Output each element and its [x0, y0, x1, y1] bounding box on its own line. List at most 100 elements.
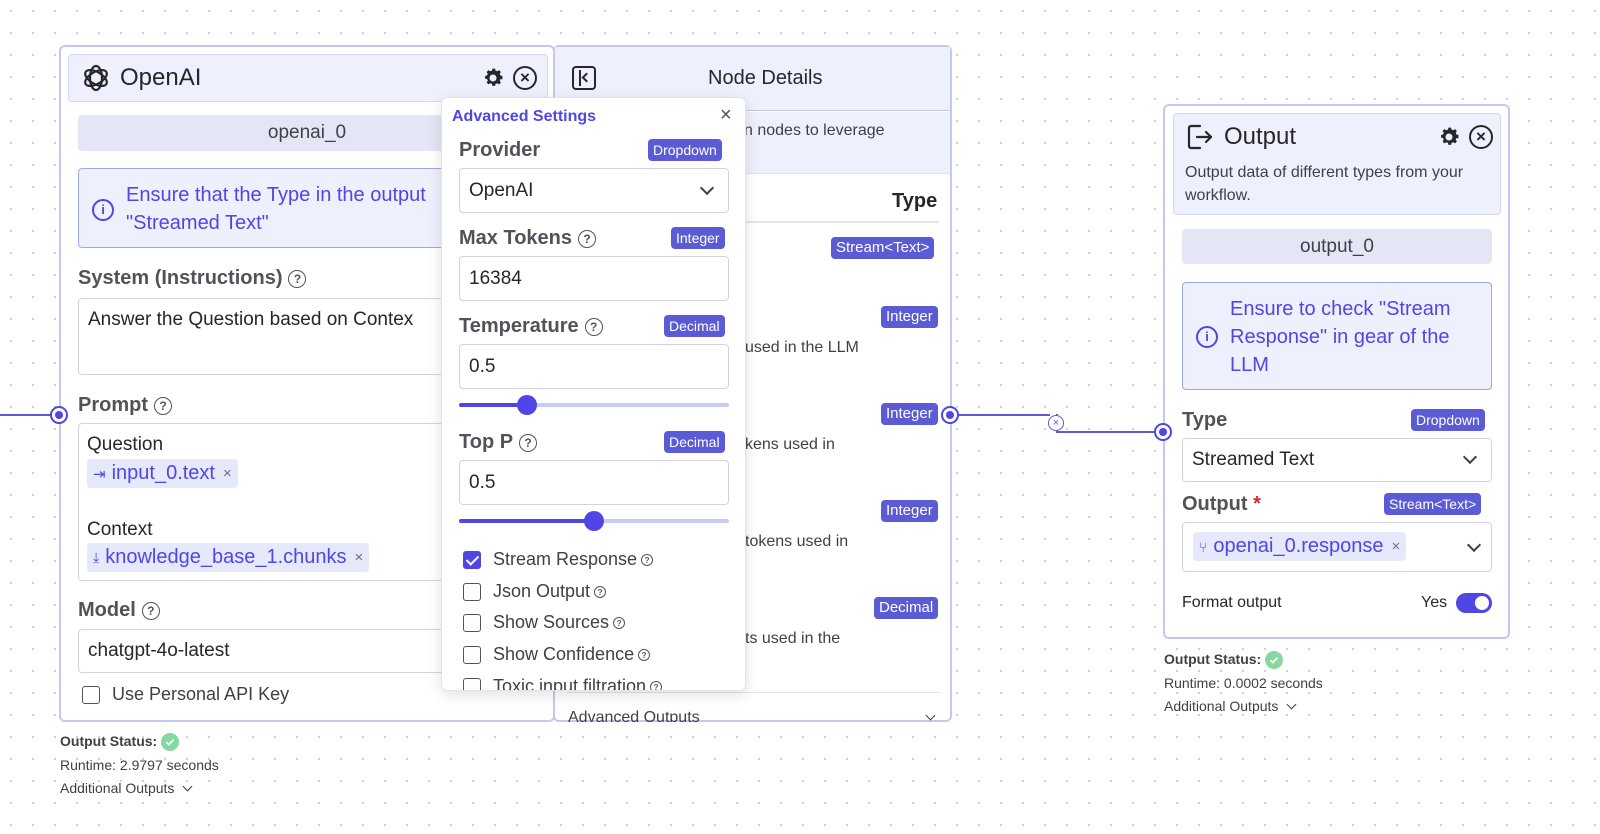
temperature-slider-track[interactable]	[459, 403, 729, 407]
type-select[interactable]: Streamed Text	[1182, 438, 1492, 482]
show-sources-checkbox[interactable]	[463, 614, 481, 632]
temperature-slider-thumb[interactable]	[517, 395, 537, 415]
personal-api-key-checkbox[interactable]	[82, 686, 100, 704]
personal-api-key-label: Use Personal API Key	[112, 684, 290, 704]
type-badge: Stream<Text>	[831, 237, 935, 259]
chevron-down-icon	[699, 180, 715, 196]
input-arrow-icon: ⇥	[93, 465, 106, 483]
chevron-down-icon	[182, 781, 193, 792]
top-p-label: Top P?	[459, 431, 538, 454]
advanced-settings-title: Advanced Settings	[452, 108, 597, 125]
output-additional-outputs[interactable]: Additional Outputs	[1164, 698, 1297, 714]
edge-openai-to-output-c	[1056, 431, 1156, 433]
format-output-label: Format output	[1182, 594, 1282, 611]
advanced-outputs-rule	[567, 692, 939, 693]
prompt-context-label: Context	[87, 519, 153, 540]
model-label: Model?	[78, 599, 160, 622]
output-description: ts used in the	[745, 630, 841, 647]
info-icon: i	[1196, 326, 1218, 348]
output-status: Output Status:	[1164, 651, 1284, 670]
output-info-text: Ensure to check "Stream Response" in gea…	[1230, 298, 1451, 376]
openai-output-port[interactable]	[941, 406, 959, 424]
remove-chip-icon[interactable]: ×	[223, 465, 232, 482]
type-badge: Integer	[881, 306, 938, 328]
toxic-filtration-checkbox[interactable]	[463, 678, 481, 690]
output-label: Output *	[1182, 493, 1261, 515]
openai-node-title: OpenAI	[120, 64, 202, 91]
help-icon[interactable]: ?	[578, 229, 596, 248]
help-icon[interactable]: ?	[519, 433, 538, 452]
top-p-input[interactable]: 0.5	[459, 460, 729, 505]
help-icon[interactable]: ?	[584, 317, 603, 336]
output-node-id: output_0	[1182, 229, 1492, 264]
output-node-title: Output	[1224, 123, 1297, 150]
openai-additional-outputs[interactable]: Additional Outputs	[60, 780, 193, 796]
close-icon[interactable]: ×	[720, 104, 732, 126]
json-output-checkbox[interactable]	[463, 583, 481, 601]
output-variable-chip[interactable]: ⑂ openai_0.response×	[1193, 532, 1407, 561]
help-icon[interactable]: ?	[613, 617, 626, 630]
gear-icon[interactable]	[1437, 125, 1461, 154]
collapse-panel-icon[interactable]	[572, 66, 596, 90]
branch-icon: ⑂	[1199, 538, 1208, 555]
variable-chip[interactable]: ⇥ input_0.text×	[87, 459, 238, 488]
stream-response-label: Stream Response?	[493, 549, 654, 570]
output-node-header	[1173, 113, 1501, 215]
type-badge: Integer	[881, 500, 938, 522]
toxic-filtration-label: Toxic input filtration?	[493, 676, 663, 690]
edge-openai-to-output-a	[958, 414, 1050, 416]
chevron-down-icon	[1462, 449, 1478, 465]
provider-select[interactable]: OpenAI	[459, 168, 729, 213]
gear-icon[interactable]	[481, 66, 505, 95]
output-export-icon	[1186, 123, 1214, 156]
variable-chip[interactable]: ⤓ knowledge_base_1.chunks×	[87, 543, 370, 572]
system-label: System (Instructions)?	[78, 267, 307, 290]
output-description: kens used in	[745, 436, 835, 453]
help-icon[interactable]: ?	[141, 601, 160, 620]
openai-status: Output Status:	[60, 733, 180, 752]
remove-chip-icon[interactable]: ×	[1391, 538, 1401, 555]
temperature-slider-fill	[459, 403, 527, 407]
show-confidence-label: Show Confidence?	[493, 644, 651, 665]
advanced-outputs-toggle[interactable]: Advanced Outputs	[568, 709, 940, 722]
openai-runtime: Runtime: 2.9797 seconds	[60, 757, 219, 773]
system-value: Answer the Question based on Contex	[88, 309, 414, 330]
help-icon[interactable]: ?	[154, 396, 172, 415]
type-header: Type	[892, 190, 938, 212]
type-badge: Integer	[881, 403, 938, 425]
output-node-description: Output data of different types from your…	[1185, 164, 1464, 204]
provider-badge: Dropdown	[648, 139, 722, 161]
output-description: tokens used in	[745, 533, 849, 550]
close-circle-icon[interactable]: ×	[1469, 125, 1493, 149]
show-confidence-checkbox[interactable]	[463, 646, 481, 664]
openai-logo-icon	[80, 62, 112, 99]
output-runtime: Runtime: 0.0002 seconds	[1164, 675, 1323, 691]
prompt-question-label: Question	[87, 434, 164, 455]
type-badge: Decimal	[874, 597, 939, 619]
output-input-port[interactable]	[1154, 423, 1172, 441]
max-tokens-input[interactable]: 16384	[459, 256, 729, 301]
temperature-input[interactable]: 0.5	[459, 344, 729, 389]
openai-input-port[interactable]	[50, 406, 68, 424]
close-circle-icon[interactable]: ×	[513, 66, 537, 90]
show-sources-label: Show Sources?	[493, 612, 626, 633]
format-output-toggle[interactable]	[1456, 593, 1492, 613]
edge-delete-icon[interactable]: ×	[1048, 415, 1064, 431]
openai-info-text: Ensure that the Type in the output "Stre…	[126, 184, 426, 234]
type-label: Type	[1182, 409, 1228, 431]
check-circle-icon	[161, 733, 180, 752]
top-p-badge: Decimal	[664, 431, 725, 453]
openai-node-header	[68, 54, 548, 102]
help-icon[interactable]: ?	[638, 649, 651, 662]
help-icon[interactable]: ?	[641, 554, 654, 567]
remove-chip-icon[interactable]: ×	[354, 549, 364, 566]
max-tokens-badge: Integer	[671, 227, 725, 249]
help-icon[interactable]: ?	[288, 269, 307, 288]
top-p-slider-thumb[interactable]	[584, 511, 604, 531]
help-icon[interactable]: ?	[594, 586, 607, 599]
max-tokens-label: Max Tokens?	[459, 227, 596, 250]
temperature-label: Temperature?	[459, 315, 603, 338]
stream-response-checkbox[interactable]	[463, 551, 481, 569]
download-icon: ⤓	[93, 549, 100, 565]
help-icon[interactable]: ?	[650, 681, 663, 690]
